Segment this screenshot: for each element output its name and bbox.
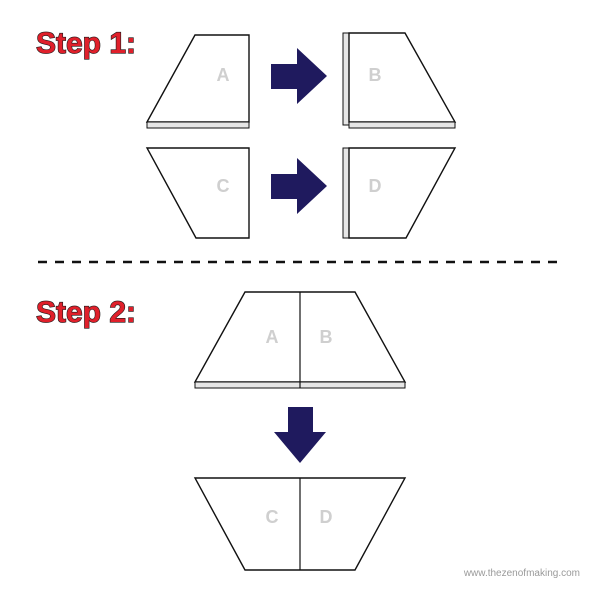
- arrow-right-icon: [271, 158, 327, 214]
- piece-c-before: C: [145, 147, 250, 239]
- joined-label-b: B: [320, 327, 333, 347]
- arrow-right-icon: [271, 48, 327, 104]
- joined-label-c: C: [266, 507, 279, 527]
- piece-b-after: B: [342, 32, 457, 129]
- joined-piece-ab: A B: [193, 291, 407, 389]
- arrow-down-icon: [274, 407, 326, 463]
- piece-c-label: C: [217, 176, 230, 196]
- joined-label-a: A: [266, 327, 279, 347]
- joined-label-d: D: [320, 507, 333, 527]
- piece-b-label: B: [369, 65, 382, 85]
- piece-d-label: D: [369, 176, 382, 196]
- step-2-title: Step 2:: [36, 296, 136, 329]
- piece-a-label: A: [217, 65, 230, 85]
- piece-d-after: D: [342, 147, 457, 239]
- piece-a-before: A: [145, 34, 250, 129]
- joined-piece-cd: C D: [193, 477, 407, 571]
- step-1-title: Step 1:: [36, 27, 136, 60]
- site-credit: www.thezenofmaking.com: [463, 568, 580, 579]
